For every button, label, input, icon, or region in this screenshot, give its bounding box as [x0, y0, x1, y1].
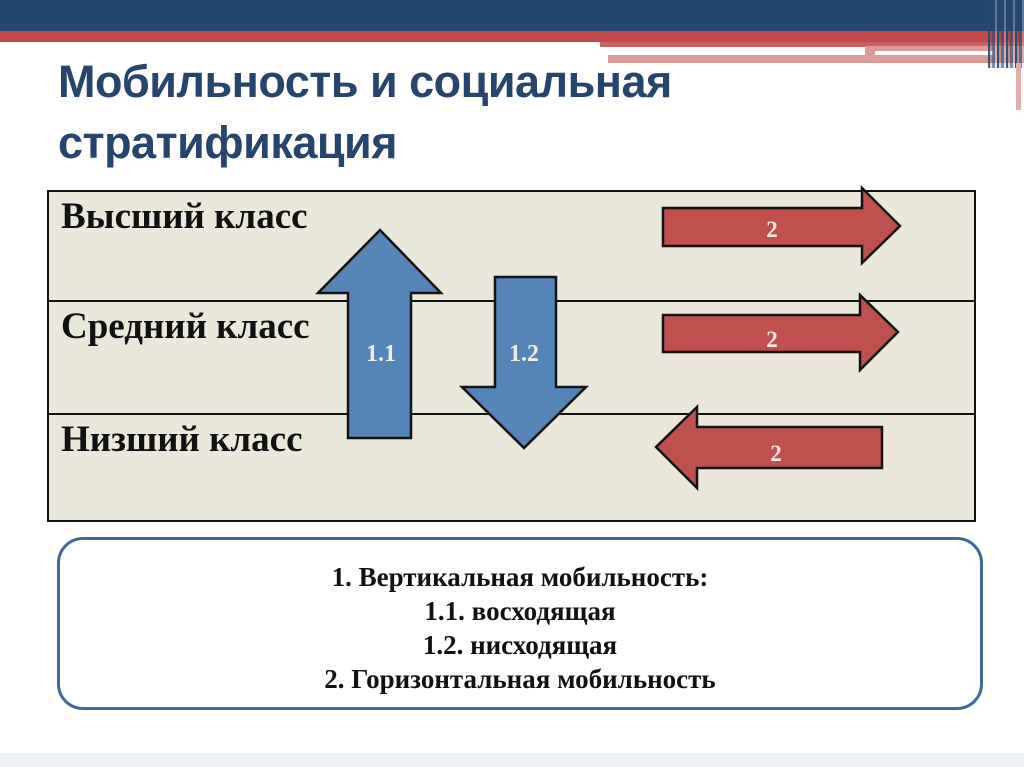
- table-row-upper-class: Высший класс: [49, 192, 974, 302]
- legend-line-descending: 1.2. нисходящая: [422, 630, 618, 660]
- header-navy-band: [0, 0, 1024, 31]
- legend-line-vertical-mobility: 1. Вертикальная мобильность:: [331, 562, 709, 592]
- slide-bottom-strip: [0, 753, 1024, 767]
- header-white-accent-line: [875, 51, 993, 55]
- header-stripe-decoration: [988, 0, 1024, 68]
- legend-line-ascending: 1.1. восходящая: [424, 596, 616, 626]
- legend-line-horizontal-mobility: 2. Горизонтальная мобильность: [324, 664, 716, 694]
- header-red-band-extension: [600, 42, 1024, 47]
- row-label-upper-class: Высший класс: [61, 196, 308, 237]
- legend-box: 1. Вертикальная мобильность: 1.1. восход…: [57, 537, 983, 710]
- table-row-middle-class: Средний класс: [49, 302, 974, 415]
- strata-table: Высший класс Средний класс Низший класс: [47, 190, 976, 522]
- table-row-lower-class: Низший класс: [49, 415, 974, 520]
- row-label-lower-class: Низший класс: [61, 419, 303, 460]
- slide-title: Мобильность и социальная стратификация: [58, 56, 672, 168]
- header-pink-tail-line: [1016, 63, 1021, 110]
- header-red-band: [0, 31, 1024, 42]
- row-label-middle-class: Средний класс: [61, 306, 310, 347]
- header-pink-band-lower: [608, 55, 1024, 63]
